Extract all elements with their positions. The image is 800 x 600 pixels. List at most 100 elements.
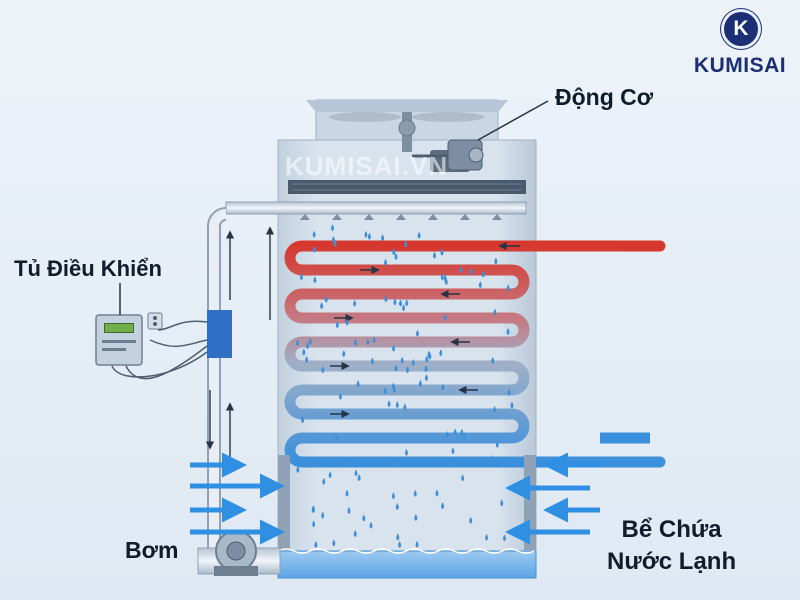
water-drop <box>384 258 388 266</box>
water-drop <box>439 349 443 357</box>
water-drop <box>353 530 357 538</box>
water-drop <box>490 454 494 462</box>
water-drop <box>367 232 371 240</box>
water-drop <box>312 520 316 528</box>
water-drop <box>506 284 510 292</box>
water-drop <box>506 327 510 335</box>
water-drop <box>393 298 397 306</box>
water-drop <box>481 270 485 278</box>
water-drop <box>392 344 396 352</box>
label-tank-line2: Nước Lạnh <box>607 548 737 575</box>
water-drop <box>328 471 332 479</box>
water-drop <box>435 489 439 497</box>
water-drop <box>342 349 346 357</box>
water-drop <box>398 540 402 548</box>
water-drop <box>424 365 428 373</box>
water-drop <box>302 348 306 356</box>
water-drop <box>411 358 415 366</box>
label-control-cabinet: Tủ Điều Khiển <box>14 256 162 281</box>
water-drop <box>500 499 504 507</box>
drift-eliminator <box>288 180 526 194</box>
label-motor: Động Cơ <box>555 84 654 110</box>
water-drop <box>424 374 428 382</box>
water-drop <box>404 240 408 248</box>
airflow-arrow-icon <box>190 452 600 545</box>
water-drop <box>493 308 497 316</box>
water-drop <box>331 235 335 243</box>
heat-exchange-coil <box>284 240 666 468</box>
water-drop <box>312 230 316 238</box>
water-drop <box>335 321 339 329</box>
water-drop <box>396 533 400 541</box>
water-drop <box>314 540 318 548</box>
water-drop <box>413 489 417 497</box>
water-drop <box>395 503 399 511</box>
water-drop <box>308 337 312 345</box>
water-drop <box>446 459 450 467</box>
water-drop <box>469 516 473 524</box>
water-drop <box>417 231 421 239</box>
water-drop <box>313 276 317 284</box>
water-drop <box>307 461 311 469</box>
water-drop <box>459 266 463 274</box>
water-drop <box>311 505 315 513</box>
water-drop <box>400 356 404 364</box>
water-drop <box>398 299 402 307</box>
water-drop <box>366 338 370 346</box>
water-drop <box>335 434 339 442</box>
brand-badge: K <box>724 12 758 46</box>
water-drop <box>440 248 444 256</box>
cold-water-basin <box>277 548 537 579</box>
water-drop <box>495 440 499 448</box>
water-drop <box>320 302 324 310</box>
water-drop <box>492 405 496 413</box>
water-drop <box>418 379 422 387</box>
water-drop <box>338 392 342 400</box>
motor-leader-line <box>477 100 549 141</box>
water-drop <box>485 533 489 541</box>
water-drop <box>444 277 448 285</box>
water-drop <box>356 380 360 388</box>
water-drop <box>384 295 388 303</box>
water-drop <box>357 474 361 482</box>
water-drop <box>370 357 374 365</box>
watermark: KUMISAI.VN <box>285 151 449 181</box>
brand-name: KUMISAI <box>693 54 787 77</box>
water-drop <box>322 477 326 485</box>
water-drop <box>321 511 325 519</box>
water-drop <box>425 355 429 363</box>
water-drop <box>433 251 437 259</box>
brand-logo: K KUMISAI <box>680 6 798 86</box>
water-drop <box>364 230 368 238</box>
water-drop <box>461 474 465 482</box>
water-drop <box>405 366 409 374</box>
water-drop <box>391 382 395 390</box>
water-drop <box>443 313 447 321</box>
water-drop <box>405 299 409 307</box>
water-drop <box>491 357 495 365</box>
water-drop <box>451 447 455 455</box>
water-drop <box>369 521 373 529</box>
water-drop <box>394 460 398 468</box>
water-drop <box>321 366 325 374</box>
water-drop <box>470 267 474 275</box>
water-drop <box>372 336 376 344</box>
water-drop <box>415 540 419 548</box>
water-drop <box>478 281 482 289</box>
water-drop <box>305 342 309 350</box>
water-drop <box>445 431 449 439</box>
label-pump: Bơm <box>125 537 179 563</box>
water-drop <box>392 248 396 256</box>
label-tank-line1: Bể Chứa <box>621 516 722 543</box>
return-pipe <box>207 207 232 555</box>
water-drop <box>441 502 445 510</box>
water-drop <box>403 403 407 411</box>
water-drop <box>510 401 514 409</box>
water-drop <box>301 416 305 424</box>
water-drop <box>383 387 387 395</box>
water-drop <box>381 234 385 242</box>
water-drop <box>402 304 406 312</box>
water-drop <box>395 401 399 409</box>
water-drop <box>507 388 511 396</box>
